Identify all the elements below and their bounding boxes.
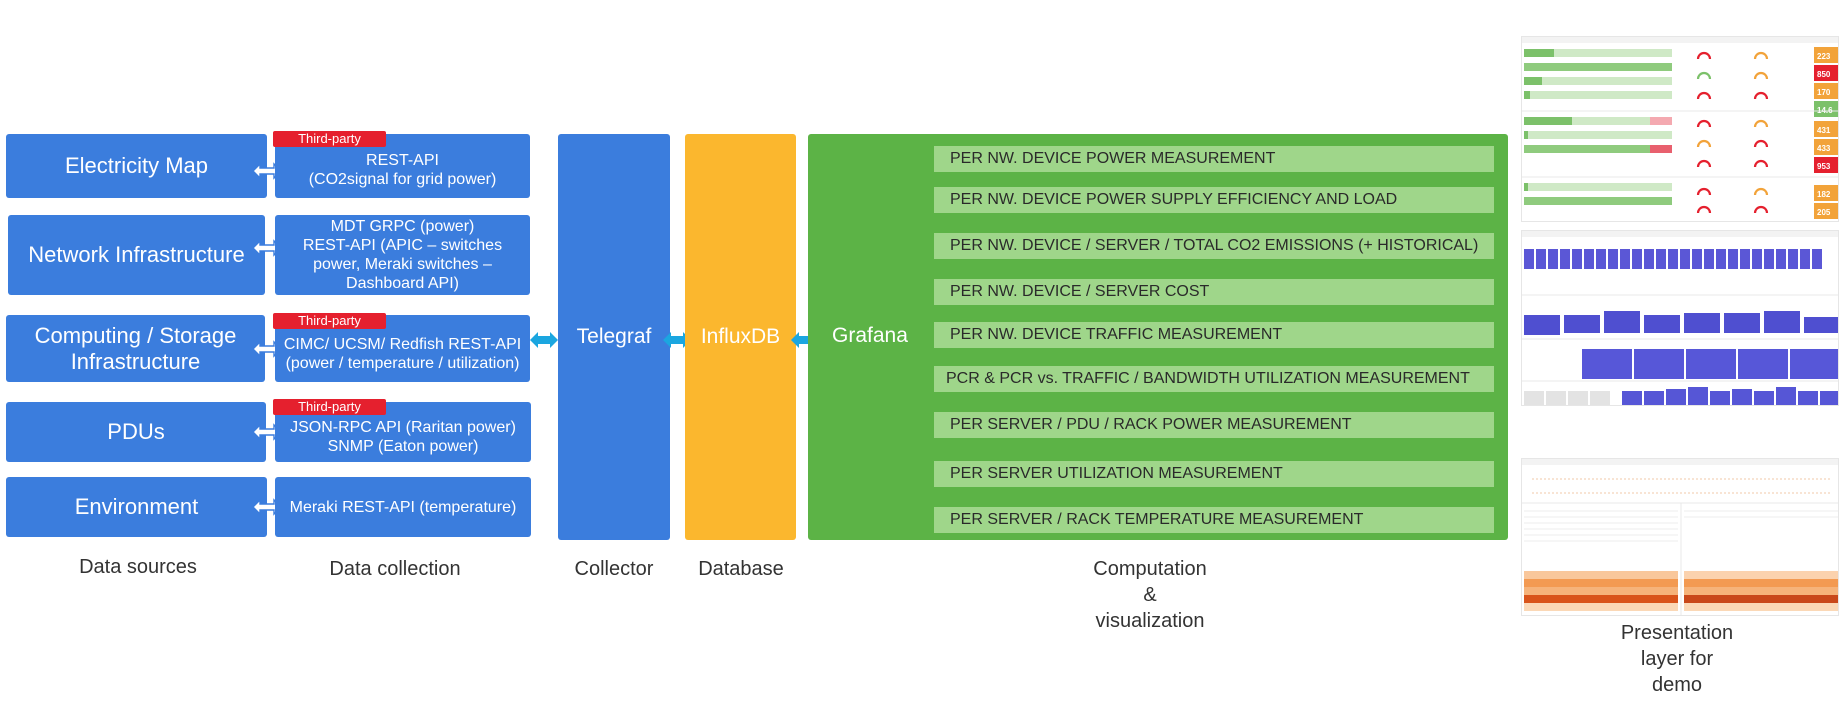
influxdb-database: InfluxDB [685,134,796,540]
source-environment: Environment [6,477,267,537]
measurement-item: PER NW. DEVICE TRAFFIC MEASUREMENT [934,322,1494,348]
measurement-item: PER SERVER / PDU / RACK POWER MEASUREMEN… [934,412,1494,438]
caption-collector: Collector [574,558,654,580]
caption-presentation: Presentation layer for demo [1620,622,1734,696]
collection-environment: Meraki REST-API (temperature) [275,477,531,537]
source-network-infrastructure: Network Infrastructure [8,215,265,295]
caption-data-collection: Data collection [329,558,461,580]
measurement-item: PER NW. DEVICE POWER MEASUREMENT [934,146,1494,172]
dashboard-thumbnail-gauges: 223 850 170 14.6 431 433 953 182 205 [1521,36,1839,222]
grafana-label: Grafana [832,324,908,347]
thumb-value: 953 [1817,162,1831,171]
thumb-value: 170 [1817,88,1831,97]
measurement-item: PER SERVER UTILIZATION MEASUREMENT [934,461,1494,487]
source-pdus: PDUs [6,402,266,462]
measurement-item: PER NW. DEVICE / SERVER / TOTAL CO2 EMIS… [934,233,1494,259]
source-computing-storage: Computing / Storage Infrastructure [6,315,265,382]
bars-preview [1522,231,1838,405]
third-party-badge: Third-party [273,313,386,329]
third-party-badge: Third-party [273,399,386,415]
collection-network-infrastructure: MDT GRPC (power) REST-API (APIC – switch… [275,215,530,295]
thumb-value: 205 [1817,208,1831,217]
dashboard-thumbnail-heatmaps [1521,458,1839,616]
measurement-item: PER SERVER / RACK TEMPERATURE MEASUREMEN… [934,507,1494,533]
collection-pdus: JSON-RPC API (Raritan power) SNMP (Eaton… [275,402,531,462]
thumb-value: 182 [1817,190,1831,199]
dashboard-thumbnail-bars [1521,230,1839,406]
double-arrow-icon [530,332,558,348]
thumb-value: 850 [1817,70,1831,79]
source-electricity-map: Electricity Map [6,134,267,198]
measurement-item: PER NW. DEVICE / SERVER COST [934,279,1494,305]
thumb-value: 223 [1817,52,1831,61]
caption-data-sources: Data sources [79,556,197,578]
thumb-value: 431 [1817,126,1831,135]
heatmaps-preview [1522,459,1838,615]
measurement-item: PER NW. DEVICE POWER SUPPLY EFFICIENCY A… [934,187,1494,213]
measurement-item: PCR & PCR vs. TRAFFIC / BANDWIDTH UTILIZ… [934,366,1494,392]
caption-computation: Computation & visualization [1093,558,1207,632]
double-arrow-icon [663,332,691,348]
gauges-preview: 223 850 170 14.6 431 433 953 182 205 [1522,37,1838,219]
telegraf-collector: Telegraf [558,134,670,540]
third-party-badge: Third-party [273,131,386,147]
thumb-value: 433 [1817,144,1831,153]
caption-database: Database [698,558,784,580]
